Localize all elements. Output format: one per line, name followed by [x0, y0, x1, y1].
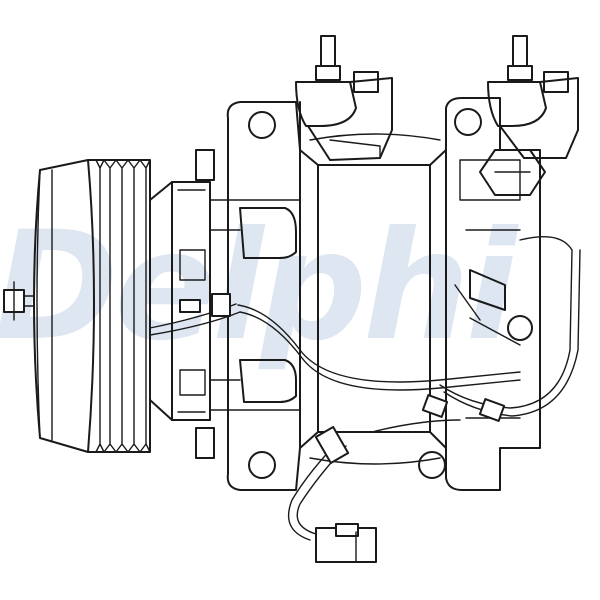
clutch-coil-housing [149, 149, 215, 459]
wiring-harness [149, 236, 581, 563]
suction-port-fitting [295, 35, 393, 161]
discharge-port-fitting [487, 35, 579, 159]
delphi-watermark-logo: Delphi [0, 200, 520, 374]
rear-head [418, 97, 546, 491]
clutch-pulley [3, 159, 151, 453]
